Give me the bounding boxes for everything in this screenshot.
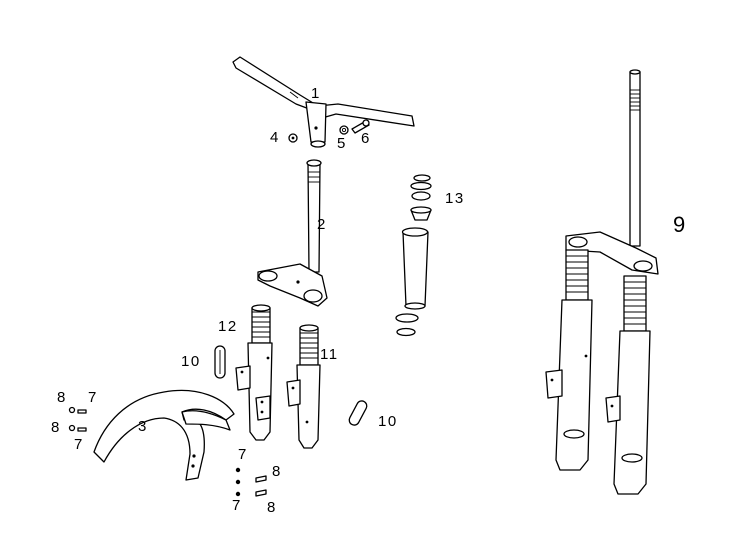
callout-3: 3	[138, 418, 148, 435]
fork-assembly-right-spring	[624, 281, 646, 325]
callout-6: 6	[361, 130, 371, 147]
callout-12: 12	[218, 318, 238, 335]
callout-2: 2	[317, 216, 327, 233]
fork-assembly-part	[545, 69, 659, 495]
callout-8-c: 8	[272, 463, 282, 480]
left-fork-leg-part	[235, 304, 273, 441]
steering-tube-part	[395, 227, 429, 337]
dust-cover-left-part	[214, 345, 226, 379]
callout-10-left: 10	[181, 353, 201, 370]
callout-8-a: 8	[57, 389, 67, 406]
callout-7-a: 7	[88, 389, 98, 406]
callout-5: 5	[337, 135, 347, 152]
fork-assembly-left-spring	[566, 255, 588, 293]
front-fender-part	[93, 389, 235, 481]
bearing-set-part	[410, 174, 432, 221]
fender-fasteners	[68, 406, 267, 497]
dust-cover-right-part	[348, 400, 368, 426]
washer-part	[339, 125, 349, 135]
callout-13: 13	[445, 190, 465, 207]
handlebar-part	[232, 56, 415, 148]
callout-10-right: 10	[378, 413, 398, 430]
nut-part	[288, 133, 298, 143]
callout-7-d: 7	[232, 497, 242, 514]
callout-11: 11	[320, 346, 339, 363]
right-fork-leg-part	[286, 324, 321, 449]
callout-9: 9	[673, 212, 685, 237]
bolt-part	[351, 119, 370, 134]
callout-8-b: 8	[51, 419, 61, 436]
callout-4: 4	[270, 129, 280, 146]
callout-1: 1	[311, 85, 321, 102]
callout-7-b: 7	[74, 436, 84, 453]
steering-stem-part	[257, 159, 328, 307]
callout-7-c: 7	[238, 446, 248, 463]
callout-8-d: 8	[267, 499, 277, 516]
